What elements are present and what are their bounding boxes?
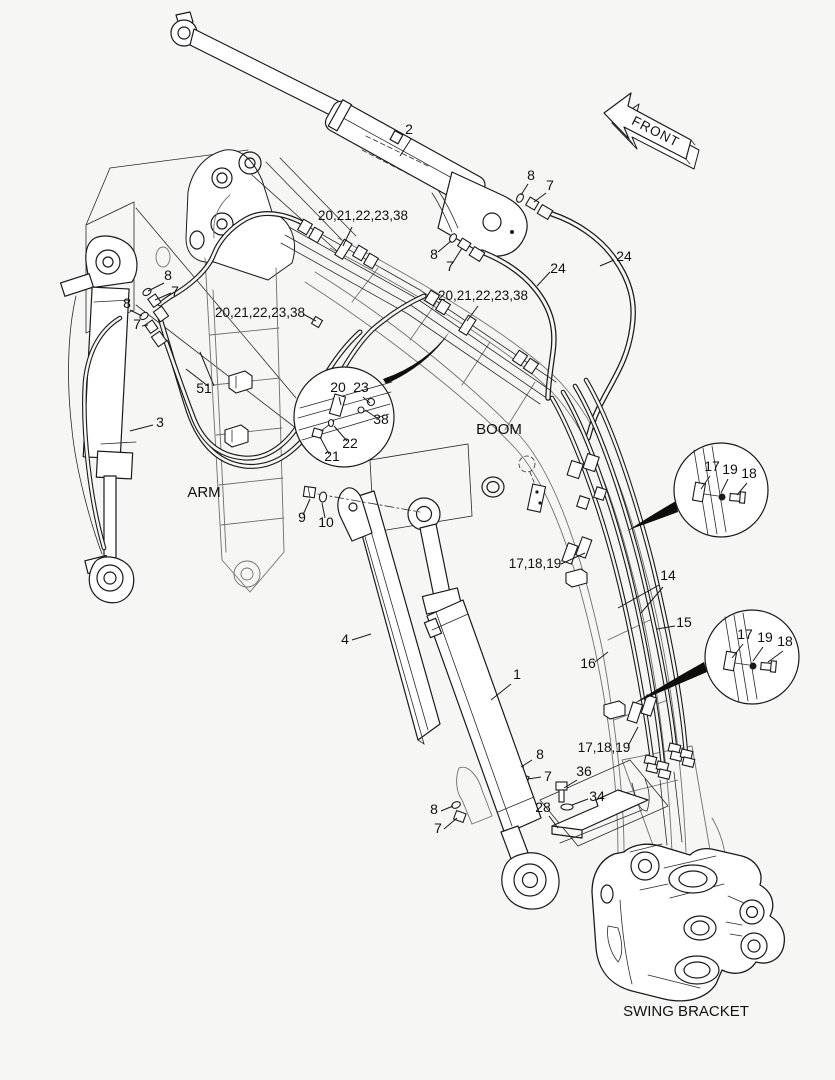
part-label: 16 (580, 655, 596, 671)
part-label: 18 (741, 465, 757, 481)
part-label: 8 (527, 167, 535, 183)
part-label: 20 (330, 379, 346, 395)
part-label: 24 (550, 260, 566, 276)
part-label: 1 (513, 666, 521, 682)
part-label: 34 (589, 788, 605, 804)
arm-cylinder (407, 497, 560, 910)
part-label: 22 (342, 435, 358, 451)
part-label: 17,18,19 (509, 556, 562, 571)
part-label: 51 (196, 380, 212, 396)
part-label: 21 (324, 448, 340, 464)
part-label: 2 (405, 121, 413, 137)
part-label: 28 (535, 799, 551, 815)
detail-circle-clamp-20 (293, 331, 450, 468)
mount-plate-28 (539, 759, 669, 847)
bolt-9-washer-10 (302, 485, 421, 513)
leader-lines (129, 138, 784, 830)
part-label: 7 (546, 177, 554, 193)
part-label: 18 (777, 633, 793, 649)
part-label: 7 (544, 768, 552, 784)
part-label: SWING BRACKET (623, 1003, 749, 1020)
detail-circle-clamp-17-lower (633, 609, 800, 705)
part-label: 19 (757, 629, 773, 645)
part-label: 15 (676, 614, 692, 630)
part-label: 10 (318, 514, 334, 530)
part-label: 20,21,22,23,38 (318, 208, 408, 223)
front-arrow: FRONT (603, 92, 700, 170)
part-label: 4 (341, 631, 349, 647)
part-label: 9 (298, 509, 306, 525)
boom-cylinder (59, 235, 138, 604)
part-label: 36 (576, 763, 592, 779)
part-label: 8 (430, 246, 438, 262)
part-label: 14 (660, 567, 676, 583)
part-label: 17,18,19 (578, 740, 631, 755)
part-label: 7 (171, 283, 179, 299)
part-label: 20,21,22,23,38 (215, 305, 305, 320)
part-label: BOOM (476, 421, 522, 438)
part-label: 8 (430, 801, 438, 817)
part-label: 24 (616, 248, 632, 264)
swing-bracket (591, 843, 786, 1002)
boom-top-pipes (157, 211, 557, 405)
part-label: ARM (187, 484, 220, 501)
section-plane-sheets (85, 149, 473, 533)
part-label: 7 (446, 258, 454, 274)
part-label: 17 (737, 626, 753, 642)
detail-circle-clamp-17-upper (627, 442, 769, 538)
part-label: 17 (704, 458, 720, 474)
part-label: 3 (156, 414, 164, 430)
arm-structure (155, 149, 357, 593)
part-label: 38 (373, 411, 389, 427)
part-label: 19 (722, 461, 738, 477)
guard-plate-4 (337, 487, 441, 745)
part-label: 23 (353, 379, 369, 395)
part-label: 8 (164, 267, 172, 283)
part-label: 8 (536, 746, 544, 762)
part-label: 8 (123, 295, 131, 311)
part-label: 7 (133, 316, 141, 332)
part-label: 20,21,22,23,38 (438, 288, 528, 303)
part-label: 7 (434, 820, 442, 836)
boom-pipes-14-15-16 (549, 377, 696, 846)
